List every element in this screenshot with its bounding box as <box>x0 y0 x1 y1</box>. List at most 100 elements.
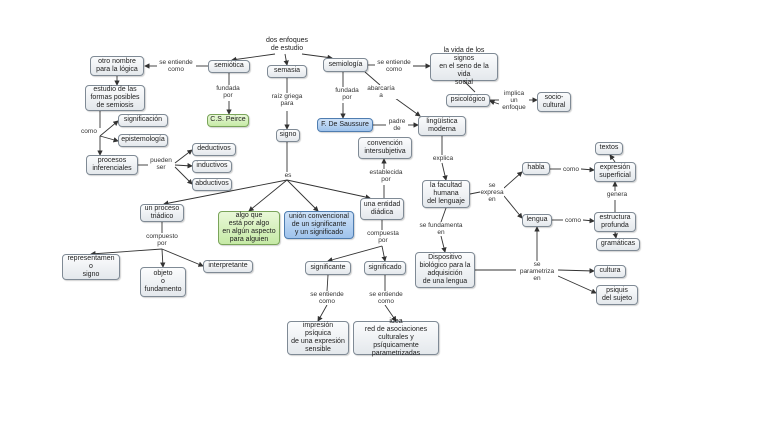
connector-line <box>99 120 119 137</box>
connector-line <box>174 149 193 164</box>
psicologico-node[interactable]: psicológico <box>446 94 490 107</box>
connector-line <box>440 235 447 253</box>
connector-line <box>99 135 119 143</box>
abductivos-node[interactable]: abductivos <box>192 178 232 191</box>
link-label-se-fundamenta-en: se fundamenta en <box>418 222 464 237</box>
connector-line <box>489 99 500 105</box>
inductivos-node[interactable]: inductivos <box>192 160 232 173</box>
connector-line <box>394 97 421 117</box>
link-label-como: como <box>78 128 100 136</box>
procesos-node[interactable]: procesos inferenciales <box>86 155 138 175</box>
connector-line <box>160 248 166 268</box>
signo-node[interactable]: signo <box>276 129 300 142</box>
connector-line <box>609 154 616 163</box>
saussure-node[interactable]: F. De Saussure <box>317 118 373 132</box>
socio-cultural-node[interactable]: socio- cultural <box>537 92 571 112</box>
expresion-superficial-node[interactable]: expresión superficial <box>594 162 636 182</box>
connector-line <box>582 217 595 224</box>
connector-line <box>286 179 319 212</box>
link-label-padre-de: padre de <box>386 118 408 133</box>
gramaticas-node[interactable]: gramáticas <box>596 238 640 251</box>
semasia-node[interactable]: semasia <box>267 65 307 78</box>
link-label-explica: explica <box>430 155 456 163</box>
link-label-compuesta-por: compuesta por <box>364 230 402 245</box>
connector-line <box>174 166 193 185</box>
link-label-como-2: como <box>561 166 581 174</box>
union-node[interactable]: unión convencional de un significante y … <box>284 211 354 239</box>
connector-line <box>469 191 481 195</box>
link-label-se-parametriza-en: se parametriza en <box>516 261 558 283</box>
link-label-se-expresa-en: se expresa en <box>480 182 504 204</box>
connector-line <box>612 231 618 239</box>
dispositivo-node[interactable]: Dispositivo biológico para la adquisició… <box>415 252 475 288</box>
psiquis-node[interactable]: psiquis del sujeto <box>596 285 638 305</box>
link-label-es: es <box>283 172 293 180</box>
connector-line <box>327 245 383 263</box>
semiotica-node[interactable]: semiótica <box>208 60 250 73</box>
link-label-implica: implica un enfoque <box>499 90 529 112</box>
linguistica-node[interactable]: lingüística moderna <box>418 116 466 136</box>
connector-line <box>580 166 595 173</box>
connector-line <box>440 207 447 223</box>
proceso-triadico-node[interactable]: un proceso triádico <box>140 204 184 222</box>
algo-que-node[interactable]: algo que está por algo en algún aspecto … <box>218 211 280 245</box>
link-label-genera: genera <box>604 191 630 199</box>
entidad-node[interactable]: una entidad diádica <box>360 198 404 220</box>
connector-line <box>283 53 289 66</box>
connector-line <box>248 179 288 212</box>
connector-line <box>364 71 381 86</box>
connector-line <box>463 80 476 93</box>
connector-line <box>557 268 595 274</box>
connector-line <box>381 245 387 262</box>
connector-line <box>317 304 328 322</box>
peirce-node[interactable]: C.S. Peirce <box>207 114 249 127</box>
link-label-se-entiende-como-1: se entiende como <box>157 59 195 74</box>
connector-line <box>231 53 276 63</box>
objeto-node[interactable]: objeto o fundamento <box>140 267 186 297</box>
link-label-abarcaria: abarcaría a <box>365 85 397 100</box>
connector-line <box>557 275 597 294</box>
connector-line <box>161 248 204 267</box>
link-label-se-entiende-como-3: se entiende como <box>307 291 347 306</box>
link-label-fundada-por-2: fundada por <box>333 87 361 102</box>
connector-line <box>503 171 523 189</box>
convencion-node[interactable]: convención intersubjetiva <box>358 137 412 159</box>
link-label-como-3: como <box>563 217 583 225</box>
connector-line <box>503 195 523 219</box>
semiologia-node[interactable]: semiología <box>323 58 368 72</box>
connector-line <box>174 163 193 169</box>
significante-node[interactable]: significante <box>305 261 351 275</box>
connector-line <box>90 248 163 257</box>
idea-node[interactable]: idea red de asociaciones culturales y ps… <box>353 318 439 357</box>
deductivos-node[interactable]: deductivos <box>192 143 236 156</box>
lengua-node[interactable]: lengua <box>522 214 552 227</box>
link-label-establecida-por: establecida por <box>367 169 405 184</box>
connector-line <box>384 304 397 322</box>
significado-node[interactable]: significado <box>364 261 406 275</box>
estructura-profunda-node[interactable]: estructura profunda <box>594 212 636 232</box>
interpretante-node[interactable]: interpretante <box>203 260 253 273</box>
epistemologia-node[interactable]: epistemología <box>118 134 168 147</box>
impresion-node[interactable]: impresión psíquica de una expresión sens… <box>287 321 349 355</box>
significacion-node[interactable]: significación <box>118 114 168 127</box>
representamen-node[interactable]: representamen o signo <box>62 254 120 280</box>
facultad-node[interactable]: la facultad humana del lenguaje <box>422 180 470 208</box>
otro-nombre-node[interactable]: otro nombre para la lógica <box>90 56 144 76</box>
link-label-se-entiende-como-2: se entiende como <box>375 59 413 74</box>
link-label-se-entiende-como-4: se entiende como <box>366 291 406 306</box>
connector-line <box>163 179 288 206</box>
habla-node[interactable]: habla <box>522 162 550 175</box>
root-node[interactable]: dos enfoques de estudio <box>265 36 309 52</box>
connector-line <box>301 53 333 61</box>
cultura-node[interactable]: cultura <box>594 265 626 278</box>
connector-line <box>286 179 371 200</box>
link-label-pueden-ser: pueden ser <box>148 157 174 172</box>
textos-node[interactable]: textos <box>595 142 623 155</box>
link-label-raiz-griega: raíz griega para <box>265 93 309 108</box>
link-label-fundada-por-1: fundada por <box>213 85 243 100</box>
estudio-formas-node[interactable]: estudio de las formas posibles de semios… <box>85 85 145 111</box>
connector-line <box>441 162 448 181</box>
vida-signos-node[interactable]: la vida de los signos en el seno de la v… <box>430 47 498 86</box>
